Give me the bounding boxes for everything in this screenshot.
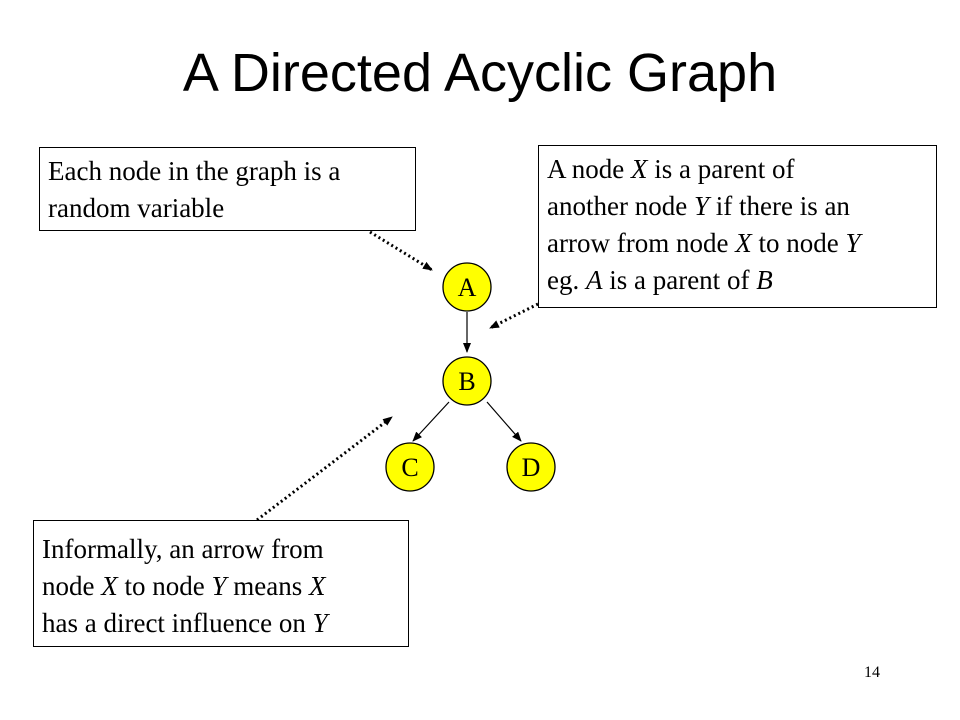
node-c-label: C bbox=[401, 453, 418, 482]
callout-parent-line-4: eg. A is a parent of B bbox=[547, 262, 928, 299]
variable-x: X bbox=[101, 571, 118, 601]
callout-parent-line-2: another node Y if there is an bbox=[547, 188, 928, 225]
text-segment: eg. bbox=[547, 265, 586, 295]
text-segment: means bbox=[226, 571, 309, 601]
variable-y: Y bbox=[693, 191, 709, 221]
callout-influence-definition: Informally, an arrow from node X to node… bbox=[33, 520, 409, 647]
callout-influence-line-1: Informally, an arrow from bbox=[42, 534, 324, 564]
callout-parent-definition: A node X is a parent of another node Y i… bbox=[538, 145, 937, 308]
text-segment: to node bbox=[751, 228, 846, 258]
variable-y: Y bbox=[211, 571, 227, 601]
text-segment: node bbox=[42, 571, 102, 601]
slide-title: A Directed Acyclic Graph bbox=[182, 43, 778, 103]
callout-parent-line-3: arrow from node X to node Y bbox=[547, 225, 928, 262]
variable-x: X bbox=[631, 154, 648, 184]
text-segment: has a direct influence on bbox=[42, 608, 313, 638]
variable-b: B bbox=[756, 265, 773, 295]
variable-y: Y bbox=[312, 608, 328, 638]
page-number: 14 bbox=[864, 664, 880, 681]
node-b: B bbox=[442, 356, 492, 406]
callout-parent-line-1: A node X is a parent of bbox=[547, 151, 928, 188]
text-segment: A node bbox=[547, 154, 631, 184]
node-b-label: B bbox=[458, 367, 475, 396]
callout-node-line-1: Each node in the graph is a bbox=[48, 156, 341, 186]
variable-x: X bbox=[735, 228, 752, 258]
node-d: D bbox=[506, 442, 556, 492]
node-c: C bbox=[385, 442, 435, 492]
text-segment: if there is an bbox=[708, 191, 850, 221]
pointer-arrow-parent-callout bbox=[489, 302, 539, 330]
text-segment: is a parent of bbox=[602, 265, 757, 295]
variable-y: Y bbox=[845, 228, 861, 258]
text-segment: is a parent of bbox=[647, 154, 795, 184]
pointer-arrow-node-callout bbox=[369, 230, 433, 272]
text-segment: another node bbox=[547, 191, 694, 221]
edge-b-to-d bbox=[486, 401, 522, 442]
text-segment: arrow from node bbox=[547, 228, 736, 258]
variable-a: A bbox=[585, 265, 603, 295]
callout-influence-line-2: node X to node Y means X bbox=[42, 568, 400, 605]
node-a-label: A bbox=[458, 273, 477, 302]
variable-x: X bbox=[309, 571, 326, 601]
pointer-arrow-influence-callout bbox=[256, 415, 393, 522]
node-d-label: D bbox=[522, 453, 541, 482]
callout-influence-line-3: has a direct influence on Y bbox=[42, 605, 400, 642]
text-segment: to node bbox=[117, 571, 212, 601]
callout-node-line-2: random variable bbox=[48, 193, 225, 223]
callout-node-definition: Each node in the graph is a random varia… bbox=[39, 147, 416, 231]
node-a: A bbox=[442, 262, 492, 312]
edge-b-to-c bbox=[412, 401, 450, 442]
